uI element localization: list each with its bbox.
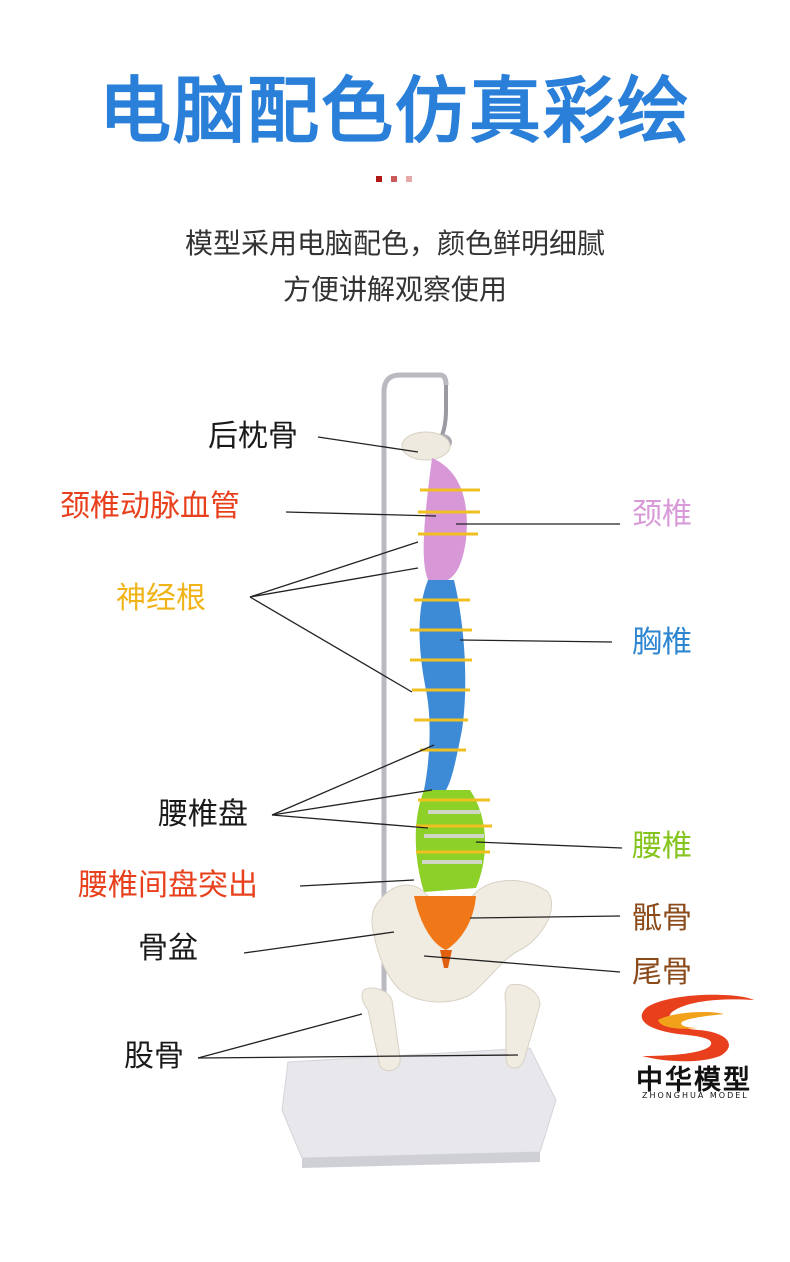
zhonghua-logo-icon (641, 994, 754, 1062)
label-vertebral-artery: 颈椎动脉血管 (60, 489, 240, 524)
label-coccyx: 尾骨 (632, 955, 692, 990)
label-sacrum: 骶骨 (632, 901, 692, 936)
label-lumbar: 腰椎 (632, 829, 692, 864)
divider-dot (376, 176, 382, 182)
label-lumbar-disc: 腰椎盘 (158, 797, 248, 832)
divider-dot (406, 176, 412, 182)
label-cervical: 颈椎 (632, 497, 692, 532)
label-disc-herniation: 腰椎间盘突出 (78, 868, 258, 903)
title-divider-dots (376, 176, 416, 182)
label-nerve-root: 神经根 (116, 581, 206, 616)
description-line-2: 方便讲解观察使用 (282, 273, 507, 306)
label-thoracic: 胸椎 (632, 625, 692, 660)
label-pelvis: 骨盆 (138, 931, 198, 966)
logo-subtitle: ZHONGHUA MODEL (642, 1091, 749, 1100)
label-femur: 股骨 (124, 1039, 184, 1074)
logo-name: 中华模型 (636, 1065, 752, 1096)
divider-dot (391, 176, 397, 182)
description-line-1: 模型采用电脑配色，颜色鲜明细腻 (184, 227, 605, 260)
page-title: 电脑配色仿真彩绘 (98, 69, 691, 153)
label-occipital: 后枕骨 (208, 419, 298, 454)
